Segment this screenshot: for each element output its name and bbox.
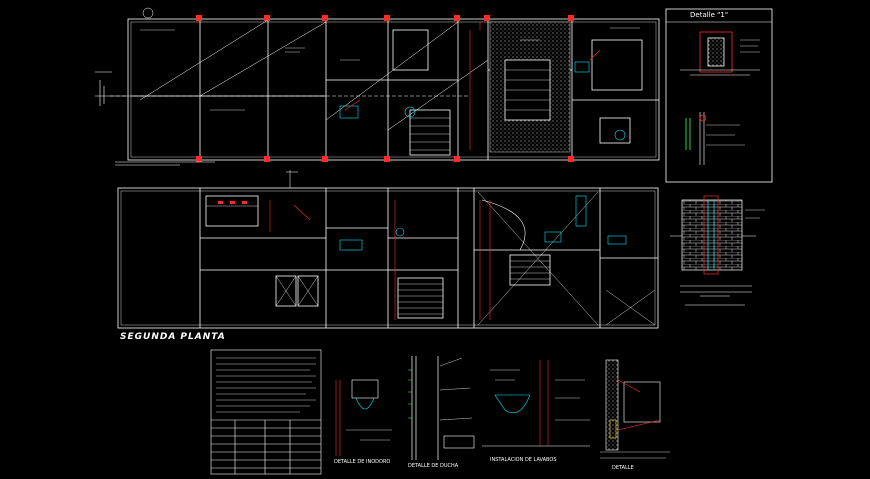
column-section-detail	[600, 359, 670, 459]
caption-lavatorio: INSTALACION DE LAVABOS	[490, 457, 557, 463]
caption-inodoro: DETALLE DE INODORO	[334, 459, 391, 465]
detail-title: Detalle "1"	[690, 11, 729, 19]
sink-installation-detail	[482, 360, 590, 447]
toilet-detail	[335, 379, 392, 456]
caption-ducha: DETALLE DE DUCHA	[408, 463, 459, 469]
upper-floor-plan	[95, 7, 660, 166]
shower-detail	[408, 356, 475, 460]
plan-title: SEGUNDA PLANTA	[120, 332, 226, 342]
caption-detalle: DETALLE	[612, 465, 634, 471]
notes-and-legend-table	[210, 349, 322, 475]
detail-1-box	[665, 8, 773, 183]
wall-section-detail	[670, 195, 765, 306]
segunda-planta-plan	[117, 170, 659, 329]
